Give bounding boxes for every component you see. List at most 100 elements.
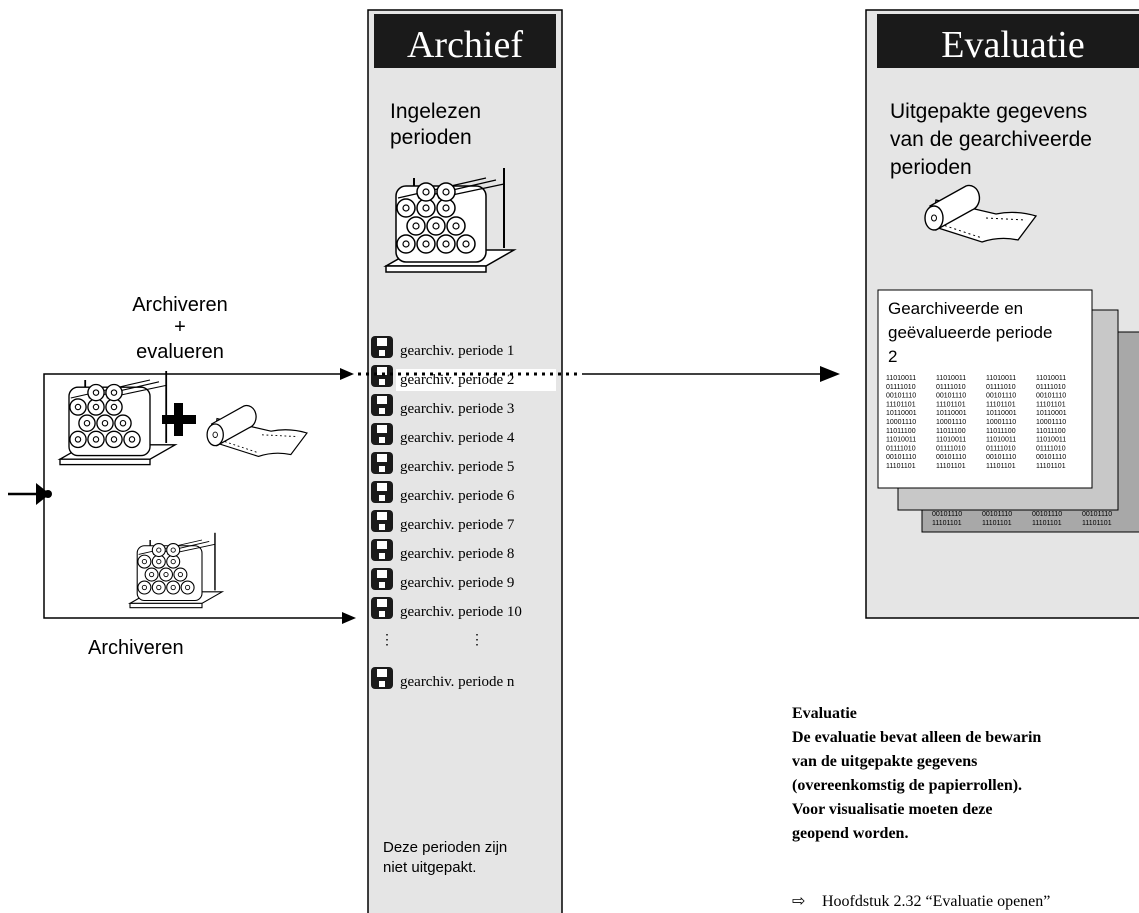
binary-cell: 11101101 <box>1036 463 1066 470</box>
period-label[interactable]: gearchiv. periode 5 <box>400 459 514 475</box>
disk-icon-period-n <box>371 667 393 689</box>
period-label[interactable]: gearchiv. periode 8 <box>400 546 514 562</box>
lower-branch-line <box>43 494 342 619</box>
binary-cell: 11010011 <box>986 375 1016 382</box>
info-heading: Evaluatie <box>792 705 857 722</box>
evaluatie-subtitle-line2: van de gearchiveerde <box>890 128 1092 151</box>
binary-cell: 01111010 <box>986 445 1016 452</box>
binary-cell: 00101110 <box>986 393 1016 400</box>
binary-cell: 00101110 <box>1036 454 1066 461</box>
binary-cell: 10110001 <box>886 410 917 417</box>
binary-cell: 11010011 <box>886 437 916 444</box>
binary-cell: 11101101 <box>886 463 916 470</box>
binary-cell: 01111010 <box>936 445 966 452</box>
period-label[interactable]: gearchiv. periode 1 <box>400 343 514 359</box>
info-line2: van de uitgepakte gegevens <box>792 753 977 770</box>
period-label[interactable]: gearchiv. periode 10 <box>400 604 522 620</box>
binary-cell: 10110001 <box>936 410 967 417</box>
binary-cell: 10001110 <box>1036 419 1066 426</box>
upper-branch-line <box>43 373 340 494</box>
binary-cell: 00101110 <box>886 393 916 400</box>
upper-branch-arrowhead <box>340 368 354 380</box>
binary-cell: 11011100 <box>986 428 1016 435</box>
evaluatie-subtitle-line3: perioden <box>890 156 972 179</box>
binary-cell: 01111010 <box>936 384 966 391</box>
disk-icon <box>371 539 393 561</box>
disk-icon <box>371 481 393 503</box>
binary-cell: 11010011 <box>986 437 1016 444</box>
archief-note-line2: niet uitgepakt. <box>383 859 476 876</box>
binary-cell: 01111010 <box>986 384 1016 391</box>
binary-cell-back: 00101110 <box>982 511 1012 518</box>
split-node <box>44 490 52 498</box>
binary-cell: 11010011 <box>1036 375 1066 382</box>
disk-icon <box>371 336 393 358</box>
binary-cell: 11010011 <box>1036 437 1066 444</box>
binary-cell: 10110001 <box>986 410 1017 417</box>
plus-icon <box>162 403 196 436</box>
period-label[interactable]: gearchiv. periode 3 <box>400 401 514 417</box>
doc-title-line1: Gearchiveerde en <box>888 299 1023 318</box>
info-line3: (overeenkomstig de papierrollen). <box>792 777 1022 794</box>
label-archiveren-top: Archiveren <box>132 294 228 316</box>
archief-panel <box>367 9 563 913</box>
binary-cell: 00101110 <box>936 454 966 461</box>
binary-cell: 11010011 <box>936 437 966 444</box>
binary-cell: 01111010 <box>886 384 916 391</box>
period-label[interactable]: gearchiv. periode 6 <box>400 488 515 504</box>
info-chapter-link[interactable]: Hoofdstuk 2.32 “Evaluatie openen” <box>822 893 1050 910</box>
binary-cell: 01111010 <box>1036 384 1066 391</box>
binary-cell-back: 11101101 <box>932 520 962 527</box>
archief-header-bar <box>374 14 556 68</box>
period-n-label[interactable]: gearchiv. periode n <box>400 674 515 690</box>
binary-cell: 00101110 <box>986 454 1016 461</box>
evaluatie-title: Evaluatie <box>941 24 1084 66</box>
ellipsis-dots-right: ⋮ <box>470 633 484 648</box>
binary-cell: 11101101 <box>936 463 966 470</box>
binary-cell-back: 11101101 <box>1082 520 1112 527</box>
binary-cell: 11011100 <box>1036 428 1066 435</box>
period-label[interactable]: gearchiv. periode 2 <box>400 372 514 388</box>
info-link-arrow-icon: ⇨ <box>792 893 805 910</box>
disk-icon <box>371 597 393 619</box>
binary-cell: 00101110 <box>886 454 916 461</box>
evaluatie-link-arrowhead <box>820 366 840 382</box>
disk-icon <box>371 423 393 445</box>
binary-cell-back: 00101110 <box>1032 511 1062 518</box>
doc-front <box>877 289 1093 489</box>
label-archiveren-bottom: Archiveren <box>88 637 184 659</box>
label-plus: + <box>174 316 186 338</box>
binary-cell: 11101101 <box>986 463 1016 470</box>
binary-cell: 10110001 <box>1036 410 1067 417</box>
binary-cell-back: 11101101 <box>1032 520 1062 527</box>
binary-cell: 10001110 <box>986 419 1016 426</box>
binary-cell-back: 00101110 <box>932 511 962 518</box>
evaluatie-subtitle-line1: Uitgepakte gegevens <box>890 100 1087 123</box>
ellipsis-dots-left: ⋮ <box>380 633 394 648</box>
period-label[interactable]: gearchiv. periode 4 <box>400 430 515 446</box>
binary-cell-back: 00101110 <box>1082 511 1112 518</box>
archief-title: Archief <box>407 24 523 66</box>
binary-cell: 01111010 <box>1036 445 1066 452</box>
binary-cell: 11101101 <box>936 401 966 408</box>
binary-cell: 00101110 <box>1036 393 1066 400</box>
binary-cell: 11101101 <box>986 401 1016 408</box>
disk-icon <box>371 452 393 474</box>
lower-branch-arrowhead <box>342 612 356 624</box>
binary-cell: 11011100 <box>886 428 916 435</box>
binary-cell: 00101110 <box>936 393 966 400</box>
binary-cell: 11101101 <box>886 401 916 408</box>
upper-roll-stack-icon <box>60 371 175 465</box>
input-arrowhead <box>36 483 50 505</box>
disk-icon <box>371 365 393 387</box>
lower-roll-stack-icon <box>130 533 222 608</box>
evaluatie-header-bar <box>877 14 1139 68</box>
binary-cell: 11010011 <box>936 375 966 382</box>
label-evalueren: evalueren <box>136 341 224 363</box>
period-label[interactable]: gearchiv. periode 7 <box>400 517 515 533</box>
info-line1: De evaluatie bevat alleen de bewarin <box>792 729 1041 746</box>
binary-cell: 10001110 <box>936 419 966 426</box>
period-label[interactable]: gearchiv. periode 9 <box>400 575 514 591</box>
doc-title-line3: 2 <box>888 347 897 366</box>
